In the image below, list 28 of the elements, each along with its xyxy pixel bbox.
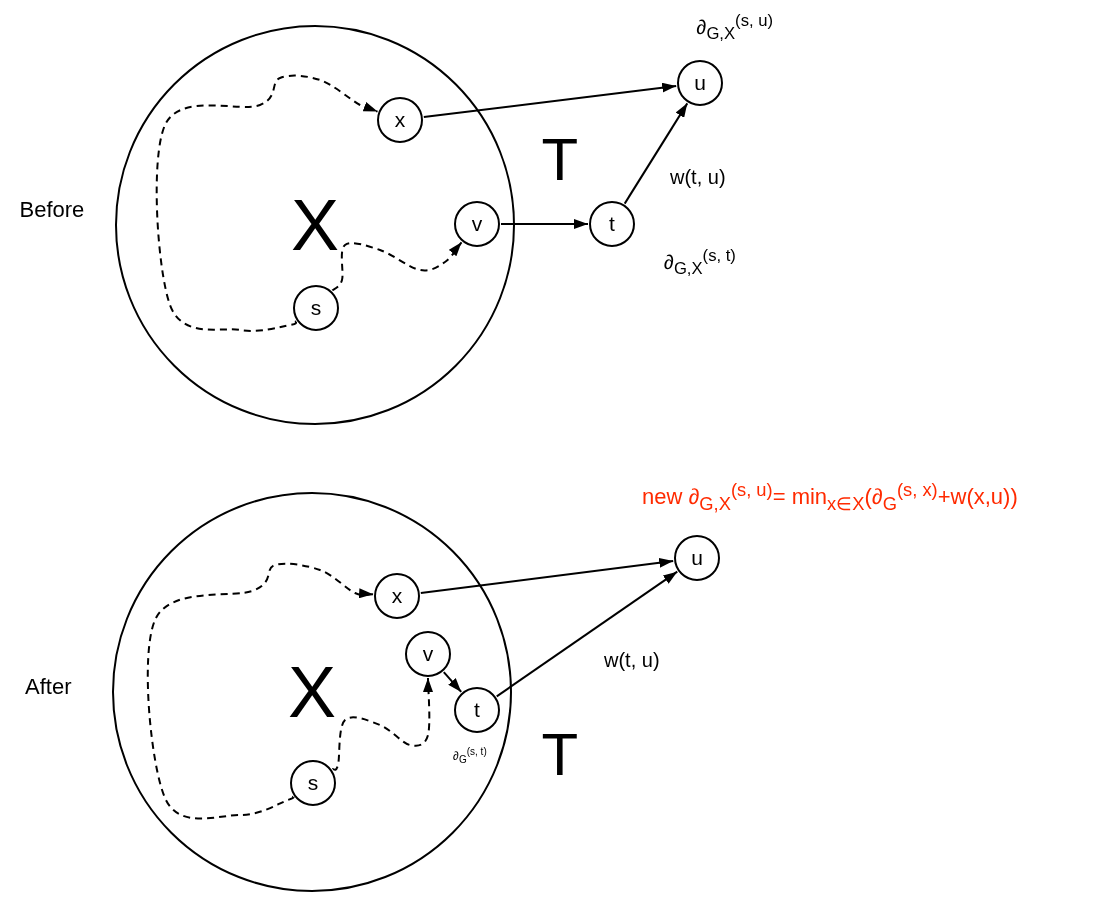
set-label: T <box>541 725 579 785</box>
path-arrow <box>331 677 434 771</box>
formula-text: new ∂$_{G,X}$$^{(s, u)}$= min$_{x∈X}$(∂$_{G}$$^{(s, x)}$+w(x,u)) <box>642 481 1018 514</box>
vertex-circle: s <box>290 760 336 806</box>
vertex-circle: x <box>374 573 420 619</box>
panel-label: Before <box>19 199 85 221</box>
arrow <box>442 671 463 693</box>
edge-label: w(t, u) <box>602 649 662 671</box>
arrow <box>419 557 675 594</box>
arrow <box>500 219 589 229</box>
vertex-circle: t <box>454 687 500 733</box>
path-arrow <box>331 241 463 292</box>
vertex-circle: x <box>377 97 423 143</box>
vertex-circle: v <box>405 631 451 677</box>
path-arrow <box>146 562 375 820</box>
set-circle: X x v s <box>115 25 515 425</box>
vertex-circle: u <box>677 60 723 106</box>
panel-label: After <box>25 676 72 698</box>
vertex-circle: u <box>674 535 720 581</box>
arrow <box>623 102 689 205</box>
vertex-circle: s <box>293 285 339 331</box>
vertex-circle: t <box>589 201 635 247</box>
edge-label: w(t, u) <box>668 166 728 188</box>
arrow <box>495 570 679 698</box>
arrow <box>422 82 678 119</box>
vertex-circle: v <box>454 201 500 247</box>
set-label: T <box>541 130 579 190</box>
path-arrow <box>155 74 379 332</box>
